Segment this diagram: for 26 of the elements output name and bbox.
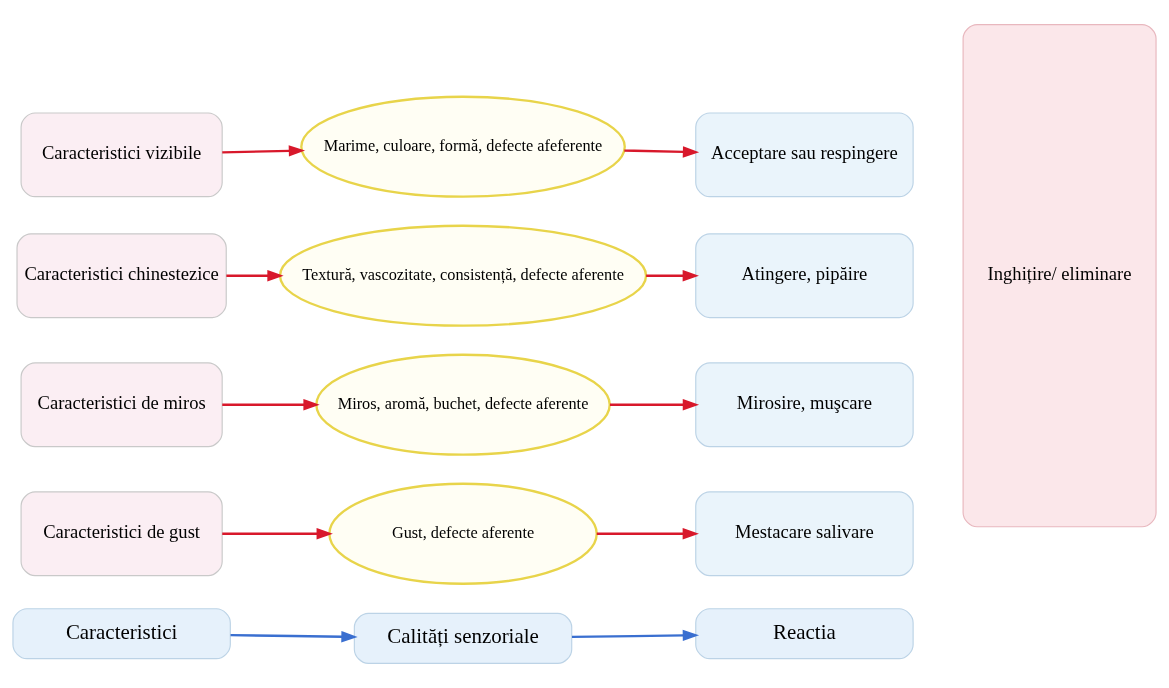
arrow (222, 528, 333, 540)
node-box: Calități senzoriale (353, 612, 573, 664)
node-box: Caracteristici de gust (20, 491, 223, 577)
arrow (646, 270, 699, 282)
arrow (624, 146, 700, 158)
node-box: Caracteristici chinestezice (16, 233, 227, 319)
node-box: Atingere, pipăire (695, 233, 914, 319)
arrow (230, 631, 358, 643)
arrow (222, 399, 320, 411)
node-box: Reactia (695, 608, 914, 660)
node-ellipse: Textură, vascozitate, consistență, defecte aferente (278, 224, 648, 327)
node-box: Caracteristici de miros (20, 362, 223, 448)
node-box: Mestacare salivare (695, 491, 914, 577)
node-ellipse: Marime, culoare, formă, defecte afeferente (300, 95, 626, 198)
arrow (596, 528, 699, 540)
node-box: Acceptare sau respingere (695, 112, 914, 198)
node-box: Inghițire/ eliminare (962, 24, 1157, 528)
node-box: Caracteristici (12, 608, 231, 660)
node-ellipse: Gust, defecte aferente (328, 482, 598, 585)
arrow (571, 629, 700, 642)
node-ellipse: Miros, aromă, buchet, defecte aferente (315, 353, 611, 456)
node-box: Caracteristici vizibile (20, 112, 223, 198)
arrow (226, 270, 284, 282)
arrow (609, 399, 700, 411)
arrow (222, 145, 306, 157)
node-box: Mirosire, muşcare (695, 362, 914, 448)
